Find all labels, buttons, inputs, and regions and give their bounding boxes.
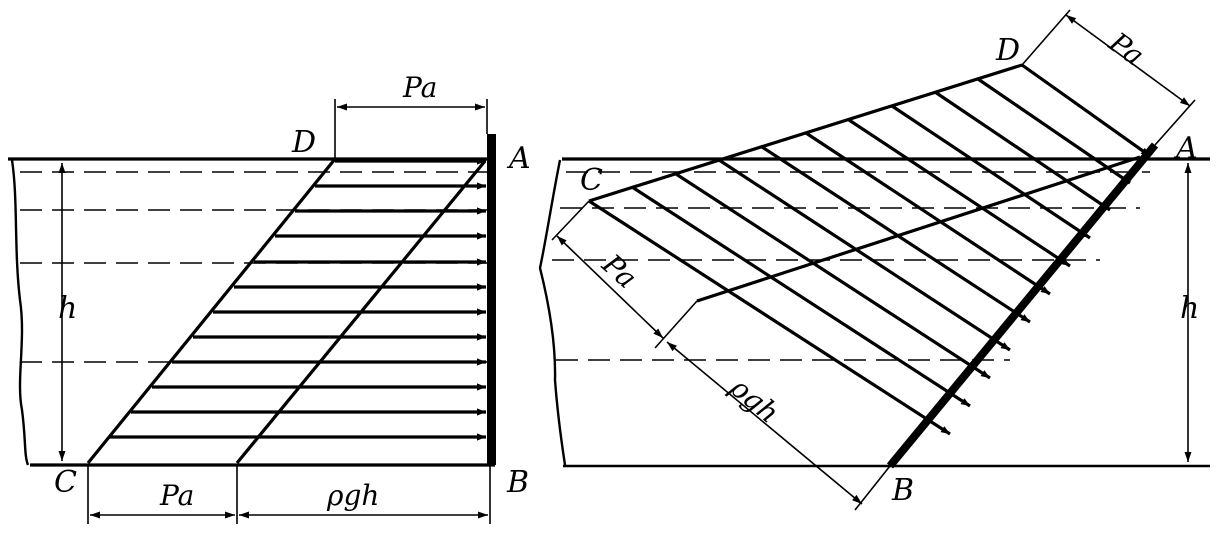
right-pressure-arrow xyxy=(675,172,991,380)
right-pa-top-dimension xyxy=(1065,14,1191,107)
left-label-h: h xyxy=(58,291,77,326)
right-diagram: A B C D h Pa Pa ρgh xyxy=(538,9,1210,511)
right-pa-side-dimension xyxy=(556,235,664,339)
left-wall-ab xyxy=(487,134,496,465)
right-side-ext-mid xyxy=(654,300,698,349)
right-wall-ab xyxy=(886,142,1159,469)
left-label-b: B xyxy=(506,465,529,500)
right-side-ext-c xyxy=(551,200,590,241)
right-pressure-arrow xyxy=(934,90,1111,212)
right-label-a: A xyxy=(1173,131,1198,166)
right-pressure-arrow xyxy=(631,185,971,408)
right-pa-top-ext-d xyxy=(1021,9,1071,66)
right-pressure-arrows xyxy=(588,63,1151,436)
left-edge-dc xyxy=(86,157,337,465)
right-label-pa-side: Pa xyxy=(595,247,643,295)
left-pressure-arrows xyxy=(110,157,486,441)
right-pressure-arrow xyxy=(891,104,1091,240)
left-wavy-left-edge xyxy=(10,159,30,466)
right-label-d: D xyxy=(995,33,1020,68)
left-label-rgh: ρgh xyxy=(326,479,379,512)
left-label-a: A xyxy=(506,141,531,176)
left-diagram: A B C D h Pa Pa ρgh xyxy=(8,71,531,524)
right-label-rgh: ρgh xyxy=(723,370,785,430)
right-wavy-left-edge xyxy=(538,159,567,466)
right-pressure-arrow xyxy=(1021,63,1151,158)
left-label-pa-top: Pa xyxy=(402,71,437,104)
right-pressure-arrow xyxy=(805,131,1051,296)
right-label-h: h xyxy=(1180,291,1199,326)
right-pressure-arrow xyxy=(761,145,1031,324)
left-label-d: D xyxy=(291,125,316,160)
right-rgh-dimension xyxy=(666,341,863,505)
right-pressure-arrow xyxy=(977,77,1131,185)
right-pressure-arrow xyxy=(848,118,1071,268)
right-label-pa-top: Pa xyxy=(1102,25,1150,72)
right-pressure-arrow xyxy=(718,158,1011,352)
left-label-c: C xyxy=(54,465,77,500)
left-label-pa-bottom: Pa xyxy=(159,479,194,512)
right-edge-cd xyxy=(588,63,1023,203)
right-pa-top-ext-a xyxy=(1154,99,1196,146)
right-label-c: C xyxy=(580,163,603,198)
right-label-b: B xyxy=(891,473,914,508)
